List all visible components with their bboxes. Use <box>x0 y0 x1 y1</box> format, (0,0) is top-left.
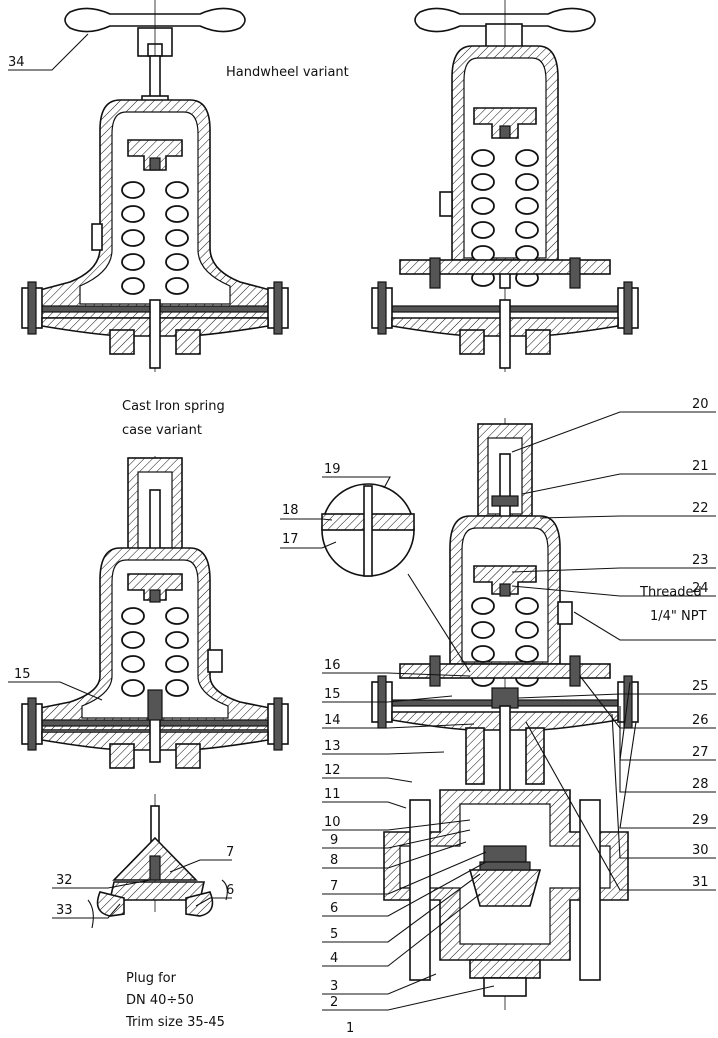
callout-10: 10 <box>324 815 341 830</box>
callout-18: 18 <box>282 503 299 518</box>
callout-24: 24 <box>692 581 709 596</box>
plug-detail-view <box>87 794 228 929</box>
caption-cast-iron-line1: Cast Iron spring <box>122 399 225 414</box>
callout-23: 23 <box>692 553 709 568</box>
callout-34: 34 <box>8 55 25 70</box>
callout-numbers: 34 15 32 33 7 6 19 18 17 16 15 14 13 12 … <box>8 55 709 1036</box>
callout-25: 25 <box>692 679 709 694</box>
handwheel-variant-view <box>21 0 289 372</box>
callout-20: 20 <box>692 397 709 412</box>
callout-31: 31 <box>692 875 709 890</box>
leader-lines <box>8 33 716 1011</box>
callout-4: 4 <box>330 951 338 966</box>
callout-26: 26 <box>692 713 709 728</box>
callout-16: 16 <box>324 658 341 673</box>
callout-plug-7: 7 <box>226 845 234 860</box>
callout-6: 6 <box>330 901 338 916</box>
callout-9: 9 <box>330 833 338 848</box>
callout-29: 29 <box>692 813 709 828</box>
callout-27: 27 <box>692 745 709 760</box>
callout-28: 28 <box>692 777 709 792</box>
cast-iron-variant-view <box>21 456 289 769</box>
callout-1: 1 <box>346 1021 354 1036</box>
callout-15: 15 <box>324 687 341 702</box>
caption-handwheel: Handwheel variant <box>226 65 349 80</box>
caption-threaded-line2: 1/4" NPT <box>650 609 707 624</box>
callout-14: 14 <box>324 713 341 728</box>
callout-15-left: 15 <box>14 667 31 682</box>
callout-22: 22 <box>692 501 709 516</box>
caption-plug-line3: Trim size 35-45 <box>125 1015 225 1030</box>
main-valve-assembly <box>371 418 639 1010</box>
callout-plug-6: 6 <box>226 883 234 898</box>
caption-threaded-line1: Threaded <box>639 585 702 600</box>
callout-17: 17 <box>282 532 299 547</box>
callout-19: 19 <box>324 462 341 477</box>
callout-3: 3 <box>330 979 338 994</box>
callout-11: 11 <box>324 787 341 802</box>
inset-detail-circle <box>321 483 471 673</box>
caption-plug-line2: DN 40÷50 <box>126 993 194 1008</box>
callout-13: 13 <box>324 739 341 754</box>
callout-8: 8 <box>330 853 338 868</box>
caption-plug-line1: Plug for <box>126 971 177 986</box>
plain-bonnet-variant-view <box>371 0 639 372</box>
callout-5: 5 <box>330 927 338 942</box>
callout-33: 33 <box>56 903 73 918</box>
callout-2: 2 <box>330 995 338 1010</box>
callout-21: 21 <box>692 459 709 474</box>
callout-32: 32 <box>56 873 73 888</box>
callout-30: 30 <box>692 843 709 858</box>
caption-cast-iron-line2: case variant <box>122 423 202 438</box>
callout-7: 7 <box>330 879 338 894</box>
callout-12: 12 <box>324 763 341 778</box>
